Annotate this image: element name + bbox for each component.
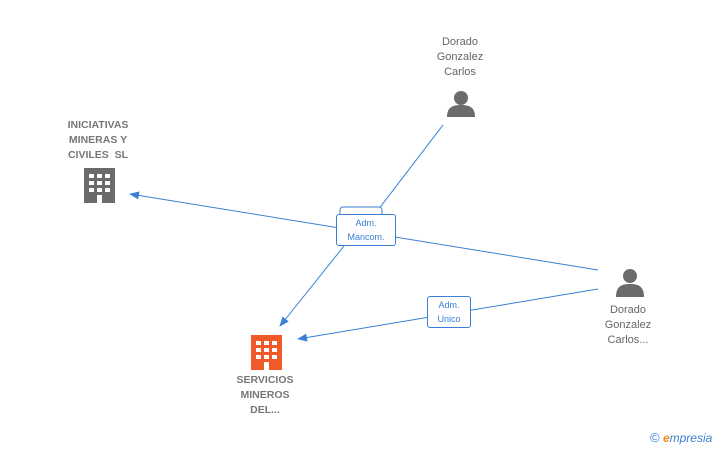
badge-adm-unico[interactable]: Adm. Unico [427,296,471,328]
brand-e-logo: e [662,431,670,445]
building-icon [251,335,282,370]
brand-watermark: © empresia [650,430,712,445]
badge-adm-mancom[interactable]: Adm. Mancom. [336,214,396,246]
person-icon [447,91,475,117]
label-line: Carlos... [607,334,649,346]
badge-line: Unico [437,314,461,324]
company-main-label[interactable]: SERVICIOS MINEROS DEL... [220,373,310,418]
label-line: Dorado [609,304,647,316]
label-line: DEL... [250,404,280,416]
label-line: INICIATIVAS [67,119,129,131]
person-top-label[interactable]: Dorado Gonzalez Carlos [420,35,500,80]
badge-line: Mancom. [347,232,385,242]
brand-name: mpresia [669,431,713,445]
edge-person-top-to-badge [377,124,444,211]
person-icon [616,269,644,297]
label-line: MINEROS [240,389,290,401]
company-left-label[interactable]: INICIATIVAS MINERAS Y CIVILES SL [52,118,144,163]
copyright-icon: © [650,430,660,445]
label-line: Gonzalez [436,51,484,63]
label-line: MINERAS Y [68,134,128,146]
label-line: Carlos [444,66,476,78]
badge-line: Adm. [438,300,460,310]
label-line: Gonzalez [604,319,652,331]
building-icon [84,168,115,203]
edge-badge-to-company-main [279,245,345,327]
label-line: SERVICIOS [236,374,294,386]
badge-line: Adm. [355,218,377,228]
label-line: CIVILES SL [67,149,129,161]
person-right-label[interactable]: Dorado Gonzalez Carlos... [588,303,668,348]
label-line: Dorado [441,36,479,48]
